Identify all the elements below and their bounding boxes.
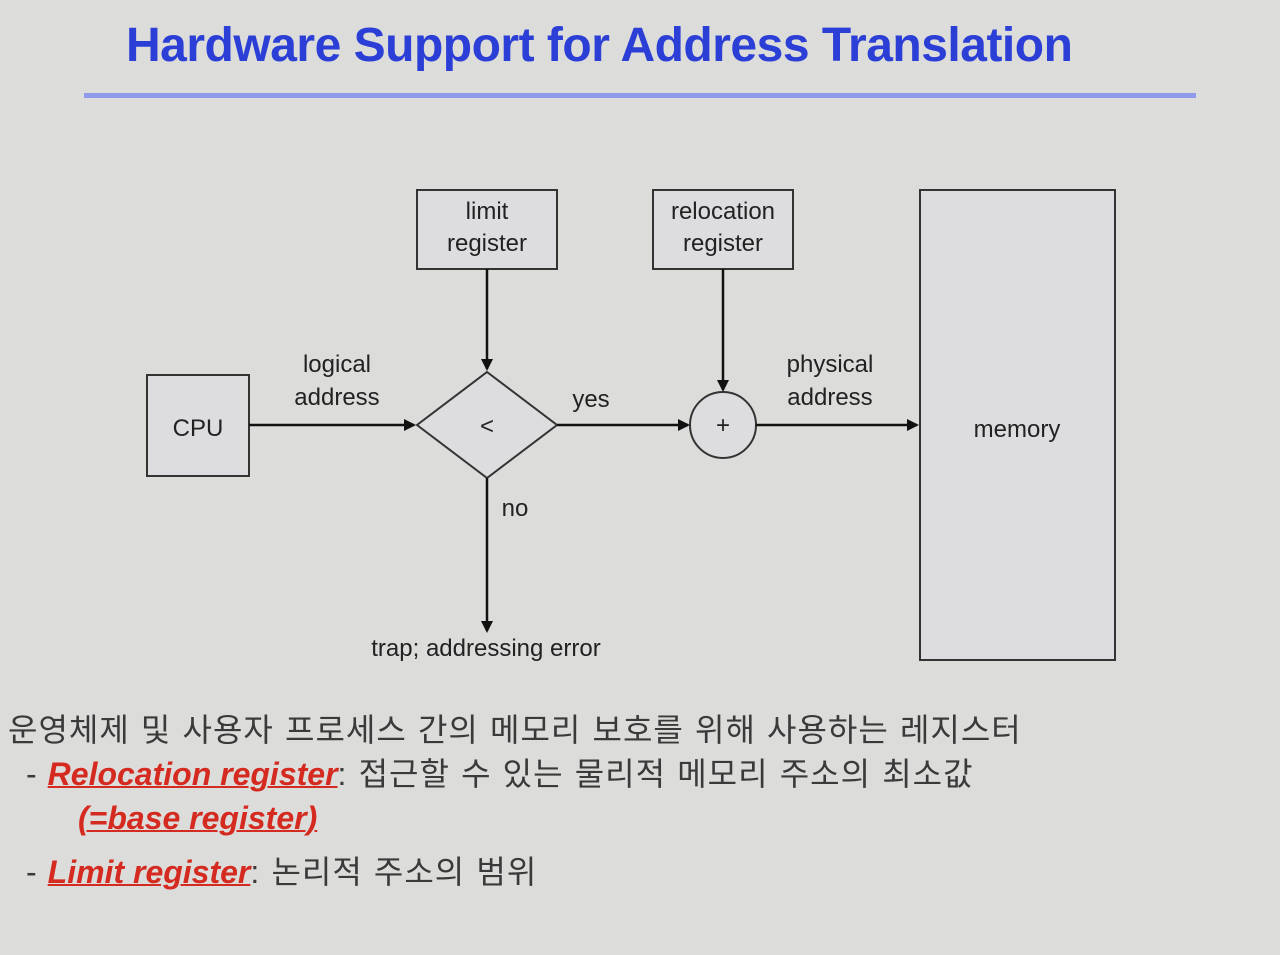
adder-symbol: + [716, 412, 730, 439]
note-item-relocation: -Relocation register: 접근할 수 있는 물리적 메모리 주… [26, 752, 1268, 796]
relocation-register-box [652, 189, 794, 270]
cpu-label: CPU [173, 415, 224, 442]
relocation-register-term: Relocation register [47, 756, 338, 792]
no-label: no [502, 495, 529, 522]
address-translation-diagram: CPU limit register relocation register m… [146, 189, 1116, 662]
comparator-symbol: < [480, 413, 494, 440]
cpu-box [146, 374, 250, 477]
limit-register-label-line1: limit [466, 198, 509, 225]
trap-label: trap; addressing error [371, 635, 600, 662]
relocation-register-desc: 접근할 수 있는 물리적 메모리 주소의 최소값 [347, 755, 974, 793]
limit-register-desc: 논리적 주소의 범위 [260, 853, 538, 891]
term-colon: : [250, 854, 261, 890]
notes-section: 운영체제 및 사용자 프로세스 간의 메모리 보호를 위해 사용하는 레지스터 … [8, 708, 1268, 894]
note-item-relocation-cont: (=base register) [26, 796, 1268, 840]
slide-title: Hardware Support for Address Translation [126, 19, 1073, 72]
relocation-register-label-line2: register [683, 230, 763, 257]
physical-address-label-line1: physical [787, 351, 874, 378]
note-item-limit: -Limit register: 논리적 주소의 범위 [26, 850, 1268, 894]
limit-register-label-line2: register [447, 230, 527, 257]
bullet-dash: - [26, 756, 38, 792]
limit-register-term: Limit register [47, 854, 251, 890]
limit-register-box [416, 189, 558, 270]
physical-address-label-line2: address [787, 384, 872, 411]
relocation-register-label-line1: relocation [671, 198, 775, 225]
bullet-dash: - [26, 854, 38, 890]
title-underline [84, 93, 1196, 98]
base-register-term: (=base register) [78, 800, 318, 836]
memory-label: memory [974, 416, 1061, 443]
logical-address-label-line2: address [294, 384, 379, 411]
notes-intro: 운영체제 및 사용자 프로세스 간의 메모리 보호를 위해 사용하는 레지스터 [8, 711, 1022, 749]
memory-box [919, 189, 1116, 661]
yes-label: yes [572, 386, 609, 413]
logical-address-label-line1: logical [303, 351, 371, 378]
term-colon: : [337, 756, 348, 792]
